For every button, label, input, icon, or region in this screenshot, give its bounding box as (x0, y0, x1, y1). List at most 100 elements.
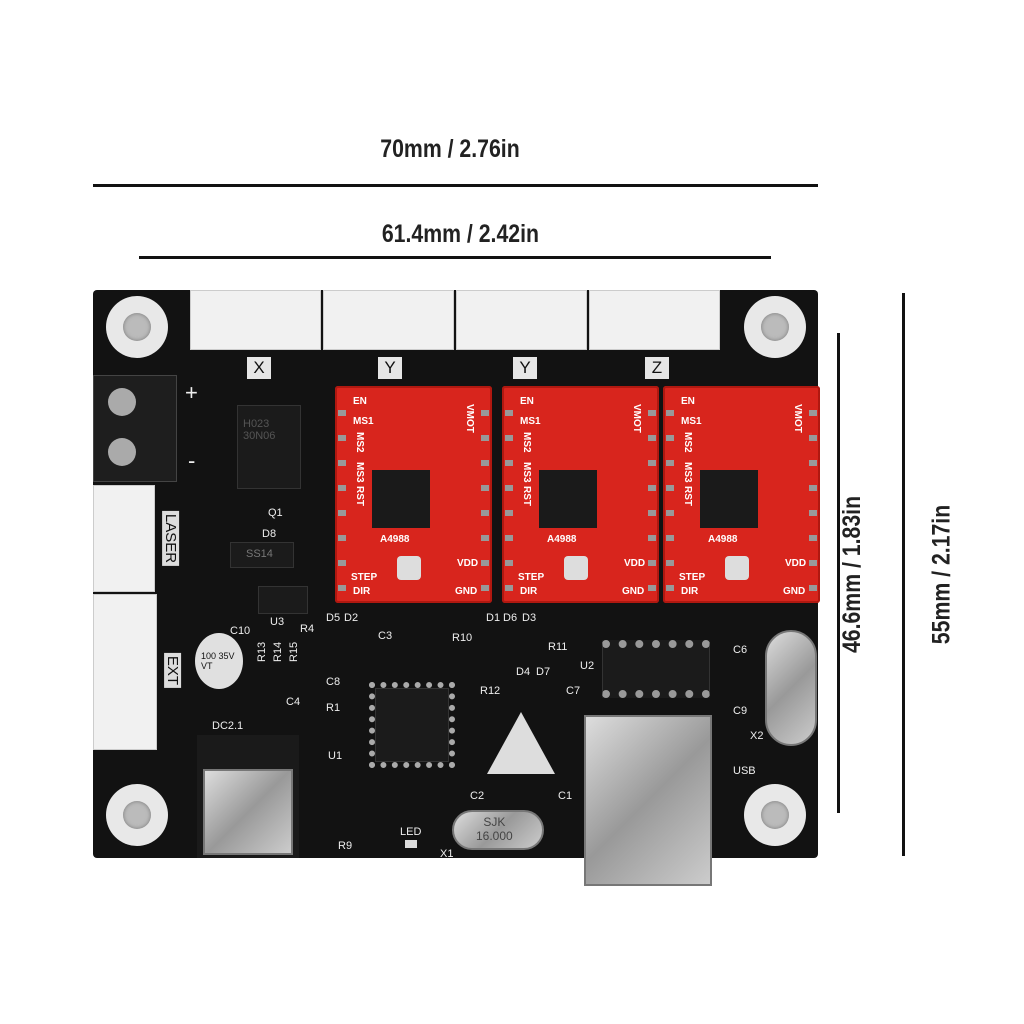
silk-r15: R15 (288, 641, 300, 662)
stepper-driver-x: EN MS1 MS2 MS3 RST VMOT A4988 VDD STEP D… (335, 386, 492, 603)
driver-label-ms3: MS3 (682, 462, 693, 483)
driver-chip (700, 470, 758, 528)
ext-connector (93, 594, 157, 750)
led-label: LED (400, 826, 422, 838)
screw-icon (108, 388, 136, 416)
esd-warning-icon (487, 712, 555, 774)
height-holes-label: 46.6mm / 1.83in (837, 495, 866, 654)
x-axis-connector (190, 290, 321, 350)
driver-label-ms2: MS2 (682, 432, 693, 453)
power-terminal-block (93, 375, 177, 482)
driver-label-vdd: VDD (785, 558, 807, 569)
x1-label: X1 (440, 848, 454, 860)
silk-d3: D3 (522, 612, 537, 624)
y2-axis-connector (456, 290, 587, 350)
mount-hole (744, 296, 806, 358)
dc-jack (197, 735, 299, 858)
silk-c7: C7 (566, 685, 581, 697)
laser-label: LASER (162, 510, 180, 567)
driver-label-rst: RST (682, 486, 693, 506)
driver-label-vmot: VMOT (792, 404, 803, 433)
silk-r1: R1 (326, 702, 341, 714)
silk-d5: D5 (326, 612, 341, 624)
driver-label-ms1: MS1 (353, 416, 374, 427)
driver-label-vmot: VMOT (631, 404, 642, 433)
u3-label: U3 (270, 616, 285, 628)
y-axis-connector (323, 290, 454, 350)
silk-c4: C4 (286, 696, 301, 708)
driver-chip (539, 470, 597, 528)
u3-chip (258, 586, 308, 614)
silk-d7: D7 (536, 666, 551, 678)
driver-label-vdd: VDD (457, 558, 479, 569)
potentiometer-icon (564, 556, 588, 580)
usb-b-port (584, 715, 712, 886)
height-total-label: 55mm / 2.17in (927, 504, 956, 645)
driver-label-rst: RST (521, 486, 532, 506)
c10-label: C10 (230, 625, 251, 637)
dc-label: DC2.1 (212, 720, 244, 732)
silk-c9: C9 (733, 705, 748, 717)
driver-label-ms2: MS2 (354, 432, 365, 453)
stepper-driver-y: EN MS1 MS2 MS3 RST VMOT A4988 VDD STEP D… (502, 386, 659, 603)
z-axis-connector (589, 290, 720, 350)
silk-d1: D1 (486, 612, 501, 624)
axis-label-z: Z (645, 357, 669, 379)
u2-chip (602, 640, 710, 698)
stepper-driver-z: EN MS1 MS2 MS3 RST VMOT A4988 VDD STEP D… (663, 386, 820, 603)
width-total-label: 70mm / 2.76in (380, 135, 520, 163)
potentiometer-icon (397, 556, 421, 580)
width-holes-line (139, 256, 771, 259)
driver-label-vdd: VDD (624, 558, 646, 569)
mount-hole (744, 784, 806, 846)
silk-d2: D2 (344, 612, 359, 624)
silk-r11: R11 (548, 641, 568, 653)
led-indicator (405, 840, 417, 848)
diode-d8: SS14 (230, 542, 294, 568)
power-plus-label: + (185, 380, 198, 405)
crystal-x1: SJK 16.000 (452, 810, 544, 850)
screw-icon (108, 438, 136, 466)
silk-c2: C2 (470, 790, 485, 802)
driver-chip (372, 470, 430, 528)
height-holes-line (837, 333, 840, 813)
potentiometer-icon (725, 556, 749, 580)
mosfet-q1: H023 30N06 (237, 405, 301, 489)
driver-label-ms2: MS2 (521, 432, 532, 453)
width-holes-label: 61.4mm / 2.42in (381, 220, 539, 248)
width-total-line (93, 184, 818, 187)
q1-label: Q1 (268, 507, 283, 519)
driver-label-ms1: MS1 (520, 416, 541, 427)
silk-r13: R13 (256, 641, 268, 662)
silk-r12: R12 (480, 685, 501, 697)
x2-label: X2 (750, 730, 764, 742)
power-minus-label: - (188, 448, 196, 473)
laser-connector (93, 485, 155, 592)
axis-label-y2: Y (513, 357, 537, 379)
capacitor-c10: 100 35V VT (195, 633, 243, 689)
silk-c3: C3 (378, 630, 393, 642)
u1-label: U1 (328, 750, 343, 762)
axis-label-x: X (247, 357, 271, 379)
usb-label: USB (733, 765, 756, 777)
crystal-x2 (765, 630, 817, 746)
silk-r9: R9 (338, 840, 353, 852)
ext-label: EXT (164, 652, 182, 689)
driver-label-ms1: MS1 (681, 416, 702, 427)
silk-c8: C8 (326, 676, 341, 688)
silk-d6: D6 (503, 612, 518, 624)
silk-r10: R10 (452, 632, 473, 644)
silk-c6: C6 (733, 644, 748, 656)
mount-hole (106, 296, 168, 358)
driver-label-ms3: MS3 (354, 462, 365, 483)
mount-hole (106, 784, 168, 846)
d8-label: D8 (262, 528, 277, 540)
axis-label-y: Y (378, 357, 402, 379)
height-total-line (902, 293, 905, 856)
silk-r14: R14 (272, 641, 284, 662)
silk-c1: C1 (558, 790, 573, 802)
u2-label: U2 (580, 660, 595, 672)
silk-r4: R4 (300, 623, 315, 635)
mcu-chip (369, 682, 455, 768)
driver-label-ms3: MS3 (521, 462, 532, 483)
